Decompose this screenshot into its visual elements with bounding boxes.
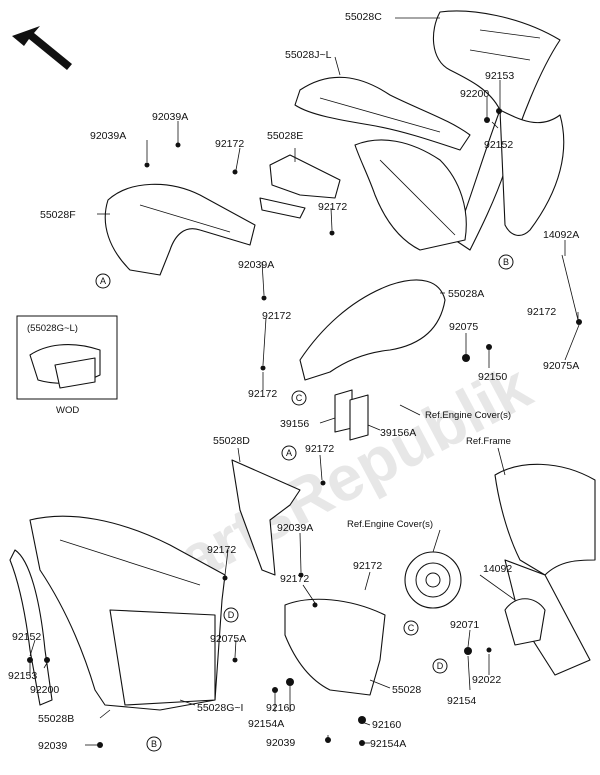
label-92172-c: 92172 <box>262 310 291 322</box>
label-92172-e: 92172 <box>248 388 277 400</box>
part-55028D-bracket <box>231 459 301 576</box>
label-92153-bottom: 92153 <box>8 670 37 682</box>
engine-cover-reference <box>404 551 462 609</box>
label-92039A-a: 92039A <box>152 111 188 123</box>
callout-C-middle-label: C <box>296 393 303 403</box>
callout-B-top-label: B <box>503 257 509 267</box>
label-92022: 92022 <box>472 674 501 686</box>
label-55028: 55028 <box>392 684 421 696</box>
part-55028JL-side-fairing <box>294 76 471 151</box>
label-55028F: 55028F <box>40 209 76 221</box>
label-39156: 39156 <box>280 418 309 430</box>
part-55028B-strip <box>9 549 53 706</box>
inset-caption: WOD <box>56 405 79 416</box>
part-55028-lower-cowl <box>284 598 386 696</box>
label-92071: 92071 <box>450 619 479 631</box>
callout-B-bottom-label: B <box>151 739 157 749</box>
label-92154A-left: 92154A <box>248 718 284 730</box>
label-55028E: 55028E <box>267 130 303 142</box>
label-14092: 14092 <box>483 563 512 575</box>
inset-label: (55028G~L) <box>27 323 78 334</box>
callout-D-lower-right-label: D <box>437 661 444 671</box>
label-55028J-L: 55028J~L <box>285 49 332 61</box>
label-92200-top: 92200 <box>460 88 489 100</box>
part-55028C-upper-cowl <box>432 10 565 251</box>
label-ref-frame: Ref.Frame <box>466 436 511 447</box>
fasteners <box>27 108 582 748</box>
part-39156-guards <box>334 389 369 441</box>
leader-lines <box>29 17 580 746</box>
label-ref-engine-cover-1: Ref.Engine Cover(s) <box>425 410 511 421</box>
label-92039A-d: 92039A <box>277 522 313 534</box>
callout-D-lower-left-label: D <box>228 610 235 620</box>
label-92039-center: 92039 <box>266 737 295 749</box>
label-92039-left: 92039 <box>38 740 67 752</box>
front-direction-arrow-icon <box>12 26 72 70</box>
label-92172-d: 92172 <box>527 306 556 318</box>
label-92154: 92154 <box>447 695 476 707</box>
label-14092A: 14092A <box>543 229 579 241</box>
callout-C-lower: C <box>403 620 419 636</box>
label-92200-bottom: 92200 <box>30 684 59 696</box>
inset-box-55028GL <box>16 315 118 400</box>
part-55028GI-lower-panel <box>29 515 226 711</box>
label-92172-a: 92172 <box>215 138 244 150</box>
callout-A-lower: A <box>281 445 297 461</box>
part-55028F-inner-cowl <box>104 183 256 276</box>
label-92039A-b: 92039A <box>90 130 126 142</box>
part-55028A-middle-cowl <box>299 139 467 381</box>
callout-C-middle: C <box>291 390 307 406</box>
label-92150: 92150 <box>478 371 507 383</box>
label-92172-i: 92172 <box>280 573 309 585</box>
label-92172-g: 92172 <box>207 544 236 556</box>
label-92172-f: 92172 <box>305 443 334 455</box>
label-92152-bottom: 92152 <box>12 631 41 643</box>
part-55028E-bracket <box>259 154 341 219</box>
label-ref-engine-cover-2: Ref.Engine Cover(s) <box>347 519 433 530</box>
label-92152-top: 92152 <box>484 139 513 151</box>
label-92160-left: 92160 <box>266 702 295 714</box>
label-92075A-top: 92075A <box>543 360 579 372</box>
label-92172-b: 92172 <box>318 201 347 213</box>
label-92075: 92075 <box>449 321 478 333</box>
label-55028C: 55028C <box>345 11 382 23</box>
callout-A-lower-label: A <box>286 448 292 458</box>
label-92075A-bottom: 92075A <box>210 633 246 645</box>
label-55028G-I: 55028G~I <box>197 702 243 714</box>
label-92172-h: 92172 <box>353 560 382 572</box>
callout-B-bottom: B <box>146 736 162 752</box>
label-92039A-c: 92039A <box>238 259 274 271</box>
label-39156A: 39156A <box>380 427 416 439</box>
callout-C-lower-label: C <box>408 623 415 633</box>
label-55028B: 55028B <box>38 713 74 725</box>
label-92160-right: 92160 <box>372 719 401 731</box>
callout-A-top-label: A <box>100 276 106 286</box>
callout-A-top: A <box>95 273 111 289</box>
callout-D-lower-right: D <box>432 658 448 674</box>
label-92154A-right: 92154A <box>370 738 406 750</box>
label-55028A: 55028A <box>448 288 484 300</box>
label-55028D: 55028D <box>213 435 250 447</box>
callout-D-lower-left: D <box>223 607 239 623</box>
part-14092-bracket <box>504 598 546 646</box>
label-92153-top: 92153 <box>485 70 514 82</box>
part-14092A-stay <box>561 254 579 321</box>
callout-B-top: B <box>498 254 514 270</box>
